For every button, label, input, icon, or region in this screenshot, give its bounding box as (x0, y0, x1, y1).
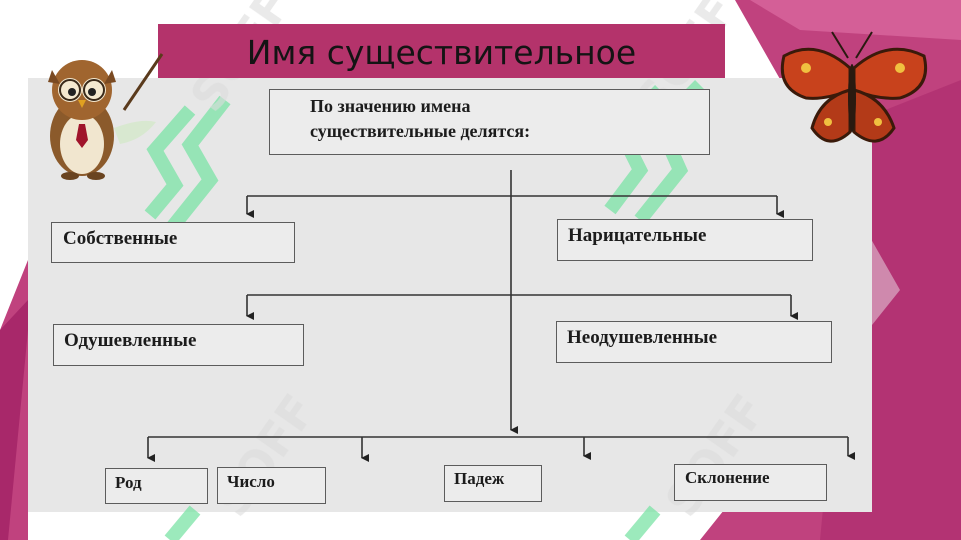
box-padezh: Падеж (444, 465, 542, 502)
label-odushevlennye: Одушевленные (64, 330, 197, 351)
box-rod: Род (105, 468, 208, 504)
box-sobstvennye: Собственные (51, 222, 295, 263)
slide-title: Имя существительное (246, 33, 637, 72)
box-neodushevlennye: Неодушевленные (556, 321, 832, 363)
watermark-stroke (164, 95, 231, 235)
box-chislo: Число (217, 467, 326, 504)
left-dark-pink-shape (0, 300, 28, 540)
box-sklonenie: Склонение (674, 464, 827, 501)
label-sklonenie: Склонение (685, 468, 770, 487)
label-rod: Род (115, 473, 142, 492)
watermark-stroke (144, 105, 196, 220)
box-naricatelnye: Нарицательные (557, 219, 813, 261)
root-line-2: существительные делятся: (310, 121, 531, 141)
label-sobstvennye: Собственные (63, 228, 178, 249)
title-bar (158, 24, 725, 78)
box-odushevlennye: Одушевленные (53, 324, 304, 366)
label-chislo: Число (227, 472, 275, 491)
label-padezh: Падеж (454, 469, 505, 488)
watermark-stroke (624, 505, 661, 540)
root-box: По значению имена существительные делятс… (269, 89, 710, 155)
label-naricatelnye: Нарицательные (568, 225, 707, 246)
watermark-stroke (164, 505, 201, 540)
right-pink-highlight (750, 0, 961, 40)
owl-teacher-icon (48, 53, 164, 180)
label-neodushevlennye: Неодушевленные (567, 327, 718, 348)
butterfly-icon (780, 31, 927, 143)
root-line-1: По значению имена (310, 96, 471, 116)
